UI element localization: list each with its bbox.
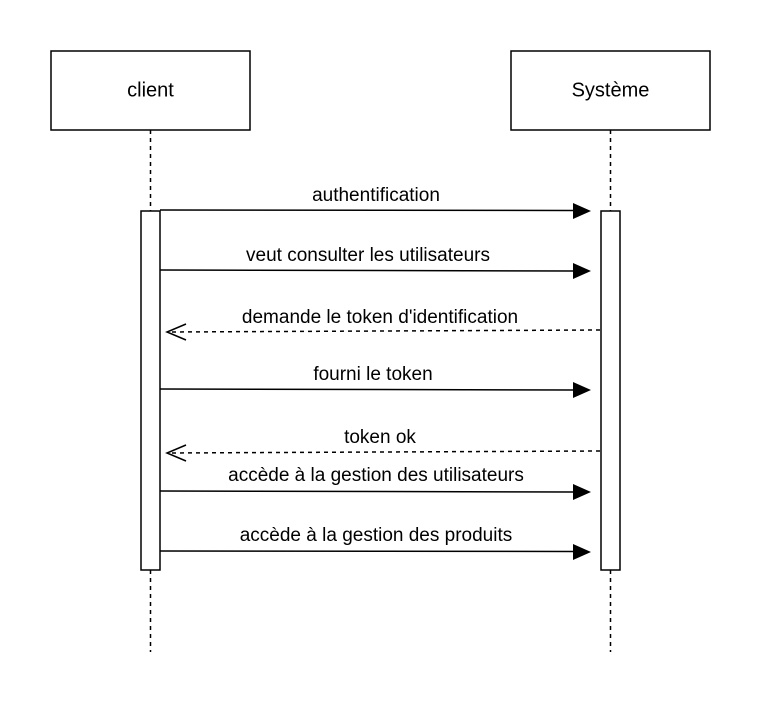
- filled-arrowhead-icon: [573, 544, 591, 560]
- message-gestion-produits[interactable]: accède à la gestion des produits: [159, 525, 591, 560]
- message-token-ok[interactable]: token ok: [165, 427, 601, 462]
- open-arrowhead-icon: [165, 444, 187, 462]
- message-label: demande le token d'identification: [242, 307, 518, 328]
- filled-arrowhead-icon: [573, 484, 591, 500]
- message-arrow-line: [159, 269, 575, 272]
- open-arrowhead-icon: [165, 323, 187, 341]
- participant-box-client: [50, 50, 251, 131]
- message-label: accède à la gestion des produits: [240, 525, 513, 546]
- activation-bar-systeme: [600, 210, 621, 571]
- filled-arrowhead-icon: [573, 203, 591, 219]
- participant-systeme[interactable]: Système: [510, 50, 711, 131]
- message-arrow-line: [159, 490, 575, 493]
- message-authentification[interactable]: authentification: [159, 185, 591, 219]
- message-label: token ok: [344, 427, 416, 448]
- participant-label-systeme: Système: [572, 79, 650, 101]
- message-veut-consulter[interactable]: veut consulter les utilisateurs: [159, 245, 591, 279]
- message-arrow-line: [159, 209, 575, 212]
- message-return-line: [167, 329, 601, 333]
- message-gestion-utilisateurs[interactable]: accède à la gestion des utilisateurs: [159, 465, 591, 500]
- message-demande-token[interactable]: demande le token d'identification: [165, 307, 601, 341]
- filled-arrowhead-icon: [573, 263, 591, 279]
- filled-arrowhead-icon: [573, 382, 591, 398]
- activation-bar-client: [140, 210, 161, 571]
- message-arrow-line: [159, 550, 575, 553]
- message-label: accède à la gestion des utilisateurs: [228, 465, 524, 486]
- message-fourni-token[interactable]: fourni le token: [159, 364, 591, 398]
- message-label: fourni le token: [313, 364, 432, 385]
- participant-label-client: client: [127, 79, 174, 101]
- message-label: authentification: [312, 185, 440, 206]
- message-arrow-line: [159, 388, 575, 391]
- message-label: veut consulter les utilisateurs: [246, 245, 490, 266]
- participant-client[interactable]: client: [50, 50, 251, 131]
- message-return-line: [167, 450, 601, 454]
- participant-box-systeme: [510, 50, 711, 131]
